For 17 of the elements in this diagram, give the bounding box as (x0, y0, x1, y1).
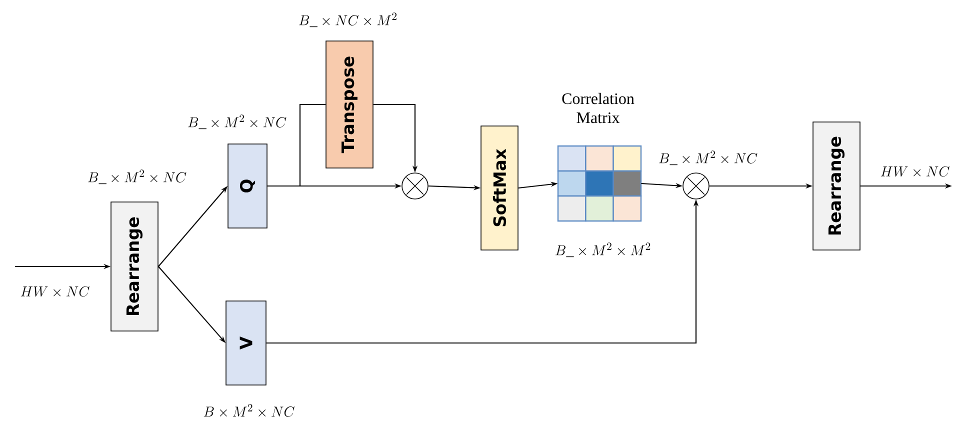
dimension-label: $B\_ \times M^{2} \times NC$ (188, 114, 286, 130)
transpose-box: Transpose (326, 40, 374, 168)
dimension-label: $B\_ \times M^{2} \times NC$ (88, 170, 186, 184)
dimension-label: $B\_ \times M^{2} \times NC$ (659, 150, 758, 166)
query-box: Q (228, 144, 268, 228)
softmax-box: SoftMax (480, 126, 518, 250)
multiply-symbol (402, 172, 428, 200)
dimension-label: $B\_ \times M^{2} \times M^{2}$ (556, 242, 650, 258)
edge-label: $HW \times NC$ (20, 286, 90, 297)
rearrange-box: Rearrange (110, 202, 158, 332)
dimension-label: $B\_ \times NC \times M^{2}$ (299, 12, 397, 28)
value-box: V (226, 300, 266, 386)
dimension-label: $B \times M^{2} \times NC$ (204, 404, 294, 417)
rearrange-box: Rearrange (812, 122, 860, 250)
matrix-heading: Correlation Matrix (562, 92, 634, 124)
edge-label: $HW \times NC$ (880, 166, 950, 177)
multiply-symbol (682, 172, 710, 200)
